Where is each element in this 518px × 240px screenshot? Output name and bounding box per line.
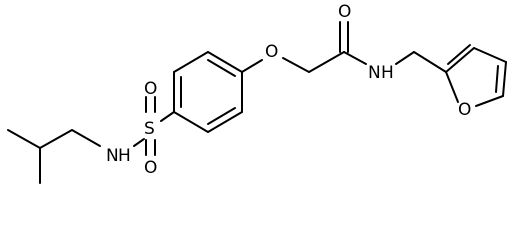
- bond-nh-s: [133, 138, 145, 147]
- amide-nitrogen-label: N: [368, 63, 381, 83]
- sulfonyl-oxygen-bottom-label: O: [144, 158, 157, 178]
- ring-bond-3: [207, 51, 243, 73]
- sulfonyl-oxygen-top-label: O: [144, 79, 157, 99]
- furan-bond-o-c2: [445, 71, 459, 103]
- bond-nh-ch2: [395, 51, 415, 65]
- furan-bond-c4-c5: [502, 61, 507, 97]
- sulfur-label: S: [144, 119, 155, 139]
- furan-bond-c2-c3: [445, 47, 475, 73]
- amide-hydrogen-label: H: [381, 63, 394, 83]
- furan-ring: O: [413, 44, 507, 120]
- bond-ch2-carbonyl: [308, 51, 345, 73]
- sulfonamide-hydrogen-label: H: [118, 146, 131, 166]
- furan-bond-c3-c4: [473, 47, 507, 63]
- bond-ch2-furan: [413, 51, 447, 73]
- benzene-ring: [173, 51, 243, 133]
- sulfonamide-group: N H S O O: [106, 79, 175, 178]
- furan-oxygen-label: O: [458, 100, 471, 120]
- ring-double-3: [207, 107, 236, 125]
- furan-double-c4-c5: [495, 65, 499, 93]
- sulfonamide-nitrogen-label: N: [106, 146, 119, 166]
- bond-ch2-nh: [71, 129, 101, 147]
- chemical-structure: N H S O O O O N H: [7, 2, 507, 184]
- bond-ch-ch2: [39, 129, 73, 149]
- furan-bond-c5-o: [475, 95, 504, 107]
- isobutyl-group: [7, 129, 101, 184]
- furan-double-c2-c3: [447, 44, 471, 65]
- bond-o-ch2: [282, 57, 310, 73]
- acetamide-group: O N H: [308, 2, 415, 83]
- ring-double-2: [207, 59, 236, 77]
- carbonyl-oxygen-label: O: [338, 2, 351, 22]
- ether-oxygen-label: O: [265, 42, 278, 62]
- ring-bond-2: [173, 51, 209, 73]
- bond-s-ring: [160, 111, 175, 122]
- ring-bond-6: [173, 111, 209, 133]
- bond-carbonyl-nh: [343, 51, 367, 65]
- ether-linkage: O: [241, 42, 310, 73]
- bond-methyl-1: [7, 129, 41, 149]
- bond-ring-o: [241, 59, 263, 73]
- ring-bond-5: [207, 111, 243, 133]
